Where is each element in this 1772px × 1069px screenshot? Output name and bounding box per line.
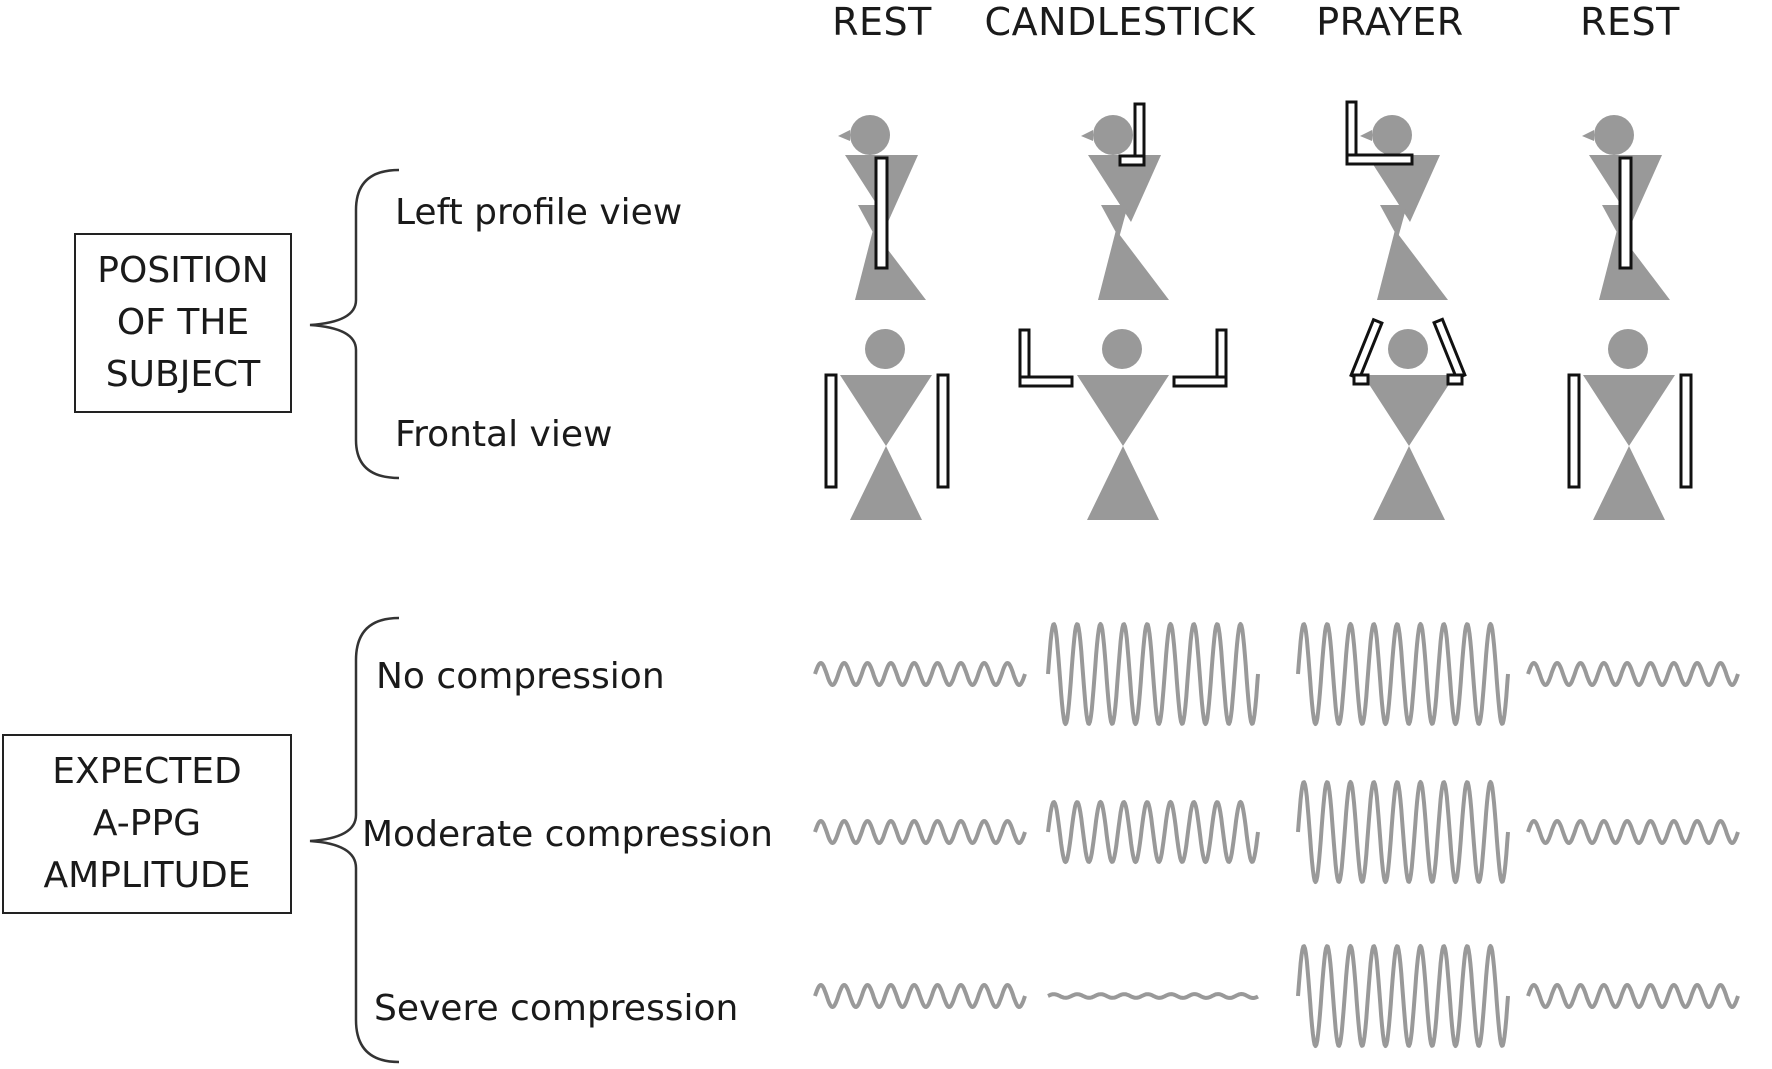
amplitude-brace [309, 616, 400, 1064]
waveform-severe-compression-prayer [1296, 944, 1510, 1048]
waveform-severe-compression-candlestick [1046, 992, 1260, 1000]
position-label-line-1: POSITION [97, 250, 269, 291]
frontal-left-arm-rest-1 [824, 373, 838, 489]
column-header-rest-2: REST [1580, 0, 1680, 44]
frontal-right-arm-rest-2 [1679, 373, 1693, 489]
profile-arm-rest-1 [874, 156, 889, 270]
frontal-left-arm-rest-2 [1567, 373, 1581, 489]
profile-figure-rest-1 [838, 115, 926, 300]
frontal-right-hand-prayer [1446, 373, 1464, 386]
amplitude-label-line-2: A-PPG [92, 803, 202, 844]
position-of-subject-box: POSITION OF THE SUBJECT [74, 233, 292, 413]
amplitude-label-line-3: AMPLITUDE [43, 855, 251, 896]
profile-forearm-prayer [1345, 100, 1358, 164]
frontal-left-hand-prayer [1352, 373, 1370, 386]
waveform-moderate-compression-rest-2 [1526, 819, 1740, 845]
waveform-no-compression-rest-1 [813, 661, 1027, 687]
position-label-line-2: OF THE [116, 302, 250, 343]
frontal-figure-prayer [1349, 317, 1467, 520]
profile-figure-rest-2 [1582, 115, 1670, 300]
frontal-right-upperarm-candlestick [1172, 375, 1228, 388]
expected-amplitude-box: EXPECTED A-PPG AMPLITUDE [2, 734, 292, 914]
profile-arm-rest-2 [1618, 156, 1633, 270]
column-header-prayer: PRAYER [1316, 0, 1464, 44]
waveform-severe-compression-rest-2 [1526, 983, 1740, 1009]
waveform-moderate-compression-rest-1 [813, 819, 1027, 845]
amplitude-label-line-1: EXPECTED [52, 751, 242, 792]
row-label-severe-compression: Severe compression [374, 988, 739, 1029]
waveform-no-compression-prayer [1296, 622, 1510, 726]
profile-upperarm-prayer [1345, 153, 1414, 166]
profile-figure-candlestick [1081, 102, 1169, 300]
waveform-no-compression-rest-2 [1526, 661, 1740, 687]
frontal-figure-candlestick [1018, 328, 1228, 520]
waveform-no-compression-candlestick [1046, 622, 1260, 726]
waveform-moderate-compression-candlestick [1046, 800, 1260, 864]
frontal-left-forearm-prayer [1349, 317, 1384, 381]
profile-upperarm-candlestick [1118, 154, 1146, 167]
column-header-rest-1: REST [832, 0, 932, 44]
frontal-left-upperarm-candlestick [1018, 375, 1074, 388]
frontal-right-forearm-prayer [1432, 317, 1467, 381]
position-label-line-3: SUBJECT [105, 354, 261, 395]
frontal-right-arm-rest-1 [936, 373, 950, 489]
row-label-no-compression: No compression [376, 656, 665, 697]
waveform-severe-compression-rest-1 [813, 983, 1027, 1009]
column-header-candlestick: CANDLESTICK [984, 0, 1256, 44]
profile-figure-prayer [1345, 100, 1448, 300]
ppg-waveforms [813, 622, 1740, 1048]
position-brace [309, 168, 400, 480]
frontal-figure-rest-1 [824, 329, 950, 520]
waveform-moderate-compression-prayer [1296, 780, 1510, 884]
view-label-left-profile: Left profile view [395, 192, 683, 233]
view-label-frontal: Frontal view [395, 414, 613, 455]
row-label-moderate-compression: Moderate compression [362, 814, 773, 855]
frontal-figure-rest-2 [1567, 329, 1693, 520]
